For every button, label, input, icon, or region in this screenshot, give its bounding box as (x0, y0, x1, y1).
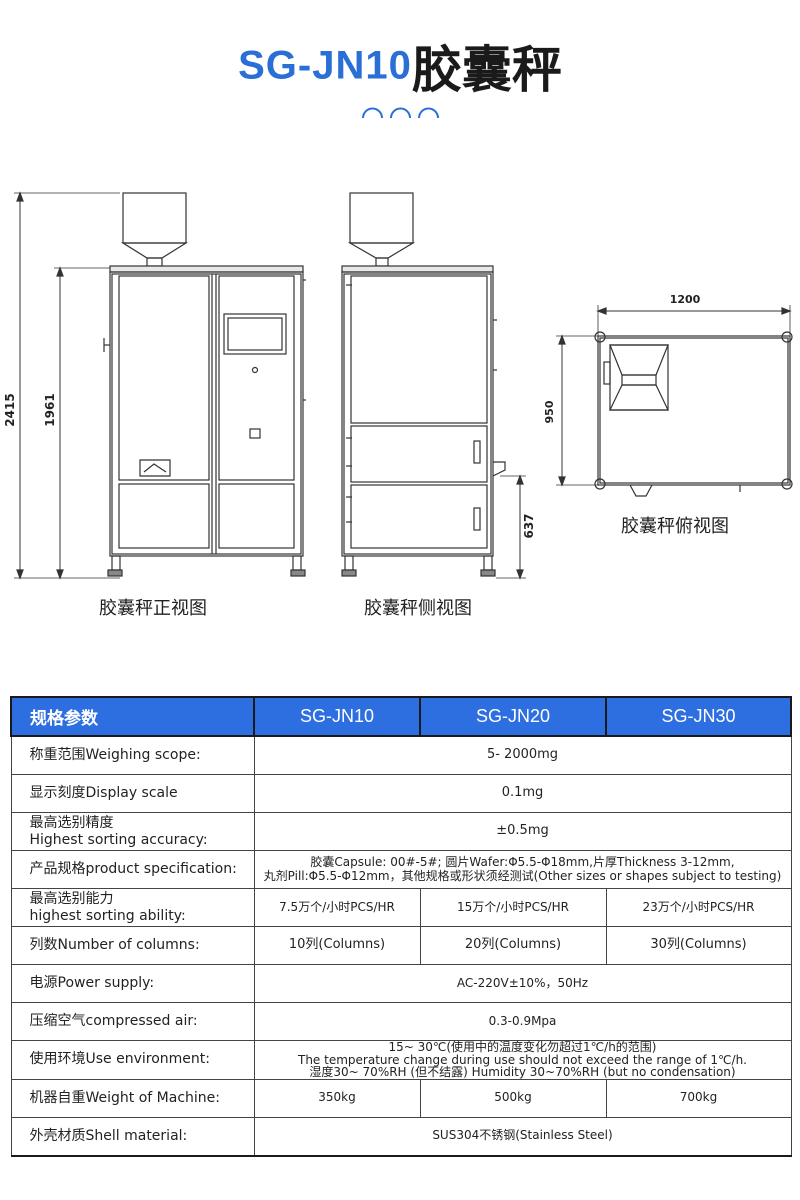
table-row: 最高选别能力 highest sorting ability: 7.5万个/小时… (10, 888, 792, 927)
row-value: 15~ 30℃(使用中的温度变化勿超过1℃/h的范围) The temperat… (253, 1040, 792, 1080)
front-view (14, 191, 306, 580)
title-decoration (362, 107, 439, 119)
row-value: 350kg (253, 1078, 421, 1118)
table-row: 称重范围Weighing scope: 5- 2000mg (10, 735, 792, 775)
row-value: 30列(Columns) (605, 926, 792, 965)
row-label: 电源Power supply: (10, 964, 255, 1003)
header-model: SG-JN20 (419, 696, 607, 737)
row-value-line: 湿度30~ 70%RH (但不结露) Humidity 30~70%RH (bu… (309, 1065, 736, 1080)
spec-table: 规格参数 SG-JN10 SG-JN20 SG-JN30 称重范围Weighin… (10, 696, 792, 1157)
dim-body-height: 1961 (43, 393, 57, 426)
side-view-caption: 胶囊秤侧视图 (364, 598, 472, 619)
row-label-line: Highest sorting accuracy: (29, 831, 208, 848)
row-label: 压缩空气compressed air: (10, 1002, 255, 1041)
front-view-caption: 胶囊秤正视图 (99, 598, 207, 619)
top-view (556, 305, 793, 497)
title-model: SG-JN10 (238, 43, 412, 88)
table-row: 外壳材质Shell material: SUS304不锈钢(Stainless … (10, 1116, 792, 1157)
row-value: 10列(Columns) (253, 926, 421, 965)
row-value: 胶囊Capsule: 00#-5#; 圆片Wafer:Φ5.5-Φ18mm,片厚… (253, 850, 792, 889)
table-row: 使用环境Use environment: 15~ 30℃(使用中的温度变化勿超过… (10, 1040, 792, 1080)
row-value: 700kg (605, 1078, 792, 1118)
row-value: 5- 2000mg (253, 735, 792, 775)
row-value-line: 胶囊Capsule: 00#-5#; 圆片Wafer:Φ5.5-Φ18mm,片厚… (310, 854, 735, 869)
row-value-line: 15~ 30℃(使用中的温度变化勿超过1℃/h的范围) (388, 1040, 657, 1054)
row-label-line: highest sorting ability: (29, 907, 186, 924)
header-label: 规格参数 (10, 696, 255, 737)
row-label: 最高选别能力 highest sorting ability: (10, 888, 255, 927)
row-value: ±0.5mg (253, 812, 792, 851)
row-value: 0.3-0.9Mpa (253, 1002, 792, 1041)
table-row: 压缩空气compressed air: 0.3-0.9Mpa (10, 1002, 792, 1041)
table-row: 电源Power supply: AC-220V±10%，50Hz (10, 964, 792, 1003)
dim-depth: 950 (543, 400, 556, 423)
row-label: 机器自重Weight of Machine: (10, 1078, 255, 1118)
row-value: 0.1mg (253, 774, 792, 813)
row-label: 产品规格product specification: (10, 850, 255, 889)
dim-outlet-height: 637 (522, 513, 536, 538)
page-title: SG-JN10胶囊秤 (0, 30, 800, 102)
row-label: 外壳材质Shell material: (10, 1116, 255, 1157)
row-label: 称重范围Weighing scope: (10, 735, 255, 775)
row-label-line: 最高选别能力 (29, 890, 114, 907)
row-label-line: 最高选别精度 (29, 814, 114, 831)
dim-total-height: 2415 (3, 393, 17, 426)
row-value: 20列(Columns) (419, 926, 607, 965)
top-view-caption: 胶囊秤俯视图 (621, 516, 729, 537)
side-view (341, 192, 526, 580)
table-row: 产品规格product specification: 胶囊Capsule: 00… (10, 850, 792, 889)
header-model: SG-JN10 (253, 696, 421, 737)
row-value: 23万个/小时PCS/HR (605, 888, 792, 927)
dim-width: 1200 (670, 293, 701, 306)
row-value-line: The temperature change during use should… (298, 1052, 747, 1067)
row-value: 7.5万个/小时PCS/HR (253, 888, 421, 927)
row-label: 列数Number of columns: (10, 926, 255, 965)
row-label: 最高选别精度 Highest sorting accuracy: (10, 812, 255, 851)
row-label: 使用环境Use environment: (10, 1040, 255, 1080)
table-header-row: 规格参数 SG-JN10 SG-JN20 SG-JN30 (10, 696, 792, 737)
table-row: 机器自重Weight of Machine: 350kg 500kg 700kg (10, 1078, 792, 1118)
row-label: 显示刻度Display scale (10, 774, 255, 813)
header-model: SG-JN30 (605, 696, 792, 737)
title-name: 胶囊秤 (411, 41, 562, 99)
row-value: 15万个/小时PCS/HR (419, 888, 607, 927)
table-row: 最高选别精度 Highest sorting accuracy: ±0.5mg (10, 812, 792, 851)
table-row: 列数Number of columns: 10列(Columns) 20列(Co… (10, 926, 792, 965)
row-value: SUS304不锈钢(Stainless Steel) (253, 1116, 792, 1157)
technical-drawing: 2415 1961 637 1200 950 (3, 191, 793, 580)
row-value: AC-220V±10%，50Hz (253, 964, 792, 1003)
row-value-line: 丸剂Pill:Φ5.5-Φ12mm，其他规格或形状须经测试(Other size… (263, 868, 782, 883)
row-value: 500kg (419, 1078, 607, 1118)
table-row: 显示刻度Display scale 0.1mg (10, 774, 792, 813)
